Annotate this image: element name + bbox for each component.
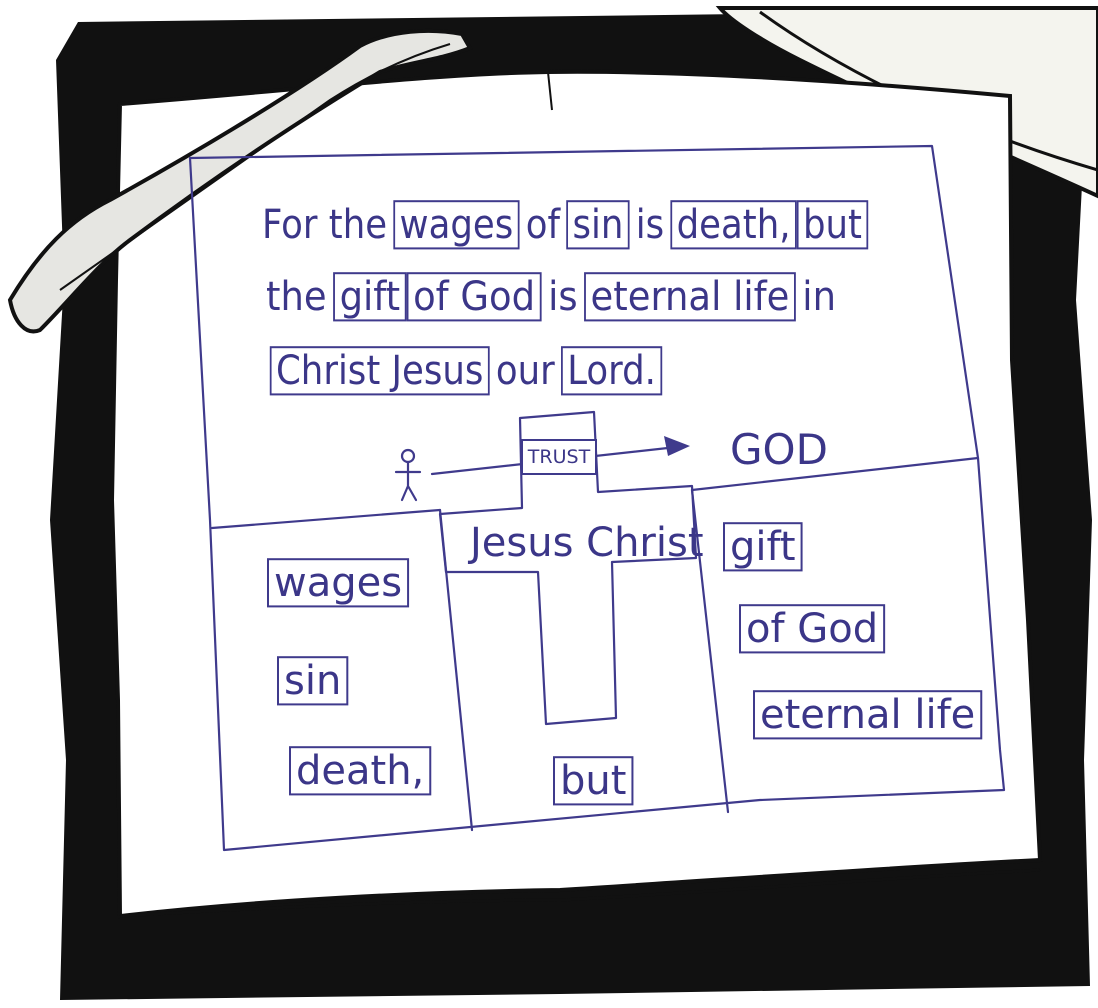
verse-word-but-box xyxy=(796,200,869,250)
verse-word-christ-jesus-box xyxy=(269,346,490,396)
cross-label: Jesus Christ xyxy=(467,520,704,566)
center-column-word-but-box xyxy=(553,756,634,806)
verse-word-sin: sin xyxy=(572,201,623,248)
verse-word-gift: gift xyxy=(340,274,401,321)
god-label: GOD xyxy=(730,425,828,474)
left-column-word-wages-box xyxy=(267,558,410,608)
verse-word-the: the xyxy=(266,274,327,321)
left-cliff-top xyxy=(210,508,442,530)
stick-figure xyxy=(394,448,422,502)
left-column-word-wages: wages xyxy=(274,560,402,606)
center-column-word-but: but xyxy=(560,758,626,804)
trust-arrow-head xyxy=(664,436,690,456)
verse-word-gift-box xyxy=(333,272,407,322)
verse-word-is: is xyxy=(636,201,664,248)
right-column-word-of-god-box xyxy=(739,604,886,654)
verse-word-for-the: For the xyxy=(262,201,387,248)
verse-word-eternal-life-box xyxy=(584,272,796,322)
knife-highlight xyxy=(59,43,451,291)
knife xyxy=(7,28,473,334)
verse-word-of-god-box xyxy=(406,272,542,322)
verse-word-sin-box xyxy=(566,200,630,250)
trust-box xyxy=(521,439,597,475)
diagram-outline xyxy=(188,144,1006,852)
right-column-word-of-god: of God xyxy=(746,606,878,652)
right-column-word-eternal-life: eternal life xyxy=(760,692,975,738)
left-column-words: wages sin death, xyxy=(267,558,432,796)
verse-word-our: our xyxy=(496,347,555,394)
verse-word-but: but xyxy=(803,201,862,248)
verse-word-lord-box xyxy=(561,346,663,396)
center-column-words: but xyxy=(553,756,634,806)
cross-outline xyxy=(438,410,698,726)
verse-word-in: in xyxy=(802,274,836,321)
verse-word-eternal-life: eternal life xyxy=(591,274,790,321)
book-page-edges xyxy=(119,868,1041,918)
left-column-word-sin-box xyxy=(277,656,349,706)
verse-word-of: of xyxy=(526,201,562,248)
verse-word-is: is xyxy=(548,274,578,321)
right-column-word-gift: gift xyxy=(730,524,796,570)
verse-word-christ-jesus: Christ Jesus xyxy=(276,347,483,394)
right-cliff-top xyxy=(690,456,980,492)
right-column-word-eternal-life-box xyxy=(753,690,983,740)
right-cliff-edge xyxy=(690,488,730,814)
verse-line-3: Christ Jesus our Lord. xyxy=(269,346,663,396)
trust-label: TRUST xyxy=(527,446,591,468)
verse-word-wages: wages xyxy=(400,201,514,248)
left-column-word-sin: sin xyxy=(284,658,341,704)
verse-word-wages-box xyxy=(393,200,520,250)
verse-word-death-box xyxy=(670,200,797,250)
left-column-word-death: death, xyxy=(296,748,424,794)
verse-word-of-god: of God xyxy=(413,274,535,321)
book-spine xyxy=(547,71,553,111)
right-column-word-gift-box xyxy=(723,522,803,572)
right-column-words: gift of God eternal life xyxy=(723,522,983,740)
verse-word-death: death, xyxy=(677,201,791,248)
left-column-word-death-box xyxy=(289,746,432,796)
verse-word-lord: Lord. xyxy=(567,347,656,394)
